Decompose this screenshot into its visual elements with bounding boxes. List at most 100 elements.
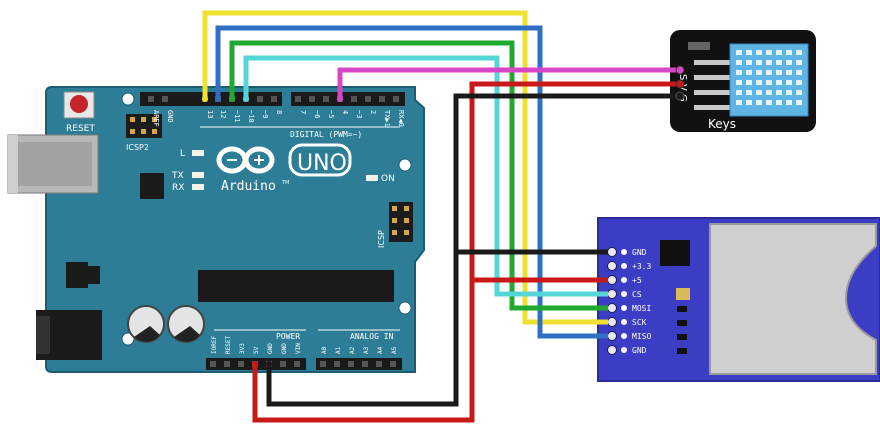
grid-slot [756,90,762,95]
sd-pin-label: GND [632,248,647,257]
grid-slot [756,70,762,75]
dc-power-jack [36,310,102,360]
pin-hole [280,361,286,367]
sensor-grid [736,50,802,105]
sd-pin-label: MOSI [632,304,651,313]
grid-slot [736,90,742,95]
digital-pin-label: GND [166,110,174,123]
grid-slot [756,80,762,85]
bottom-pin-label: RESET [225,336,232,354]
grid-slot [736,70,742,75]
icsp-label: ICSP [377,230,386,248]
digital-pin-label: ~6 [313,110,321,118]
grid-slot [786,50,792,55]
sd-pin-label: SCK [632,318,647,327]
wire-pin4-to-sensor-signal [337,67,680,98]
reset-button[interactable] [63,91,95,119]
led-l-label: L [180,149,185,159]
sd-pin-pad [621,333,627,339]
dht-sensor-module: S V G Keys [670,30,816,132]
arduino-infinity-logo [216,146,275,174]
wire-pin11-to-mosi [229,40,608,311]
grid-slot [796,70,802,75]
digital-pin-label: 4 [341,110,349,114]
sd-pin-label: CS [632,290,642,299]
bottom-pin-label: IOREF [211,336,218,354]
sd-pin-label: +5 [632,276,642,285]
power-label: POWER [276,332,300,341]
digital-pin-label: AREF [152,110,160,127]
sensor-pin-s: S [677,74,688,80]
pin-hole [323,96,329,102]
sd-chip [660,240,690,266]
grid-slot [736,80,742,85]
capacitor [167,305,205,343]
digital-pin-label: 2 [369,110,377,114]
grid-slot [786,60,792,65]
bottom-pin-label: GND [281,343,288,354]
grid-slot [776,50,782,55]
pin-hole [365,96,371,102]
mounting-hole [398,301,412,315]
wire-pin10-to-cs [243,55,608,297]
voltage-regulator [66,262,100,288]
digital-pin-label: 7 [299,110,307,114]
pin-hole [295,96,301,102]
grid-slot [766,100,772,105]
grid-slot [786,80,792,85]
sensor-pins [694,60,738,110]
grid-slot [776,100,782,105]
sd-pin-headers [607,247,627,355]
digital-pin-label: 13 [206,110,214,118]
wire-sensor-vcc [469,81,680,283]
grid-slot [746,100,752,105]
sensor-wire-terminals [675,65,685,101]
digital-pin-label: 8 [275,110,283,114]
sd-cap [676,288,690,300]
pin-hole [148,96,154,102]
sd-pin-label: +3.3 [632,262,651,271]
digital-pin-label: ~3 [355,110,363,118]
digital-pin-label: TX▶1 [383,110,391,127]
grid-slot [756,100,762,105]
grid-slot [786,100,792,105]
grid-slot [736,50,742,55]
grid-slot [786,90,792,95]
pin-hole [393,96,399,102]
capacitor [127,305,165,343]
bottom-pin-label: 3V3 [239,343,246,354]
bottom-pin-label: A0 [321,346,328,354]
grid-slot [736,100,742,105]
pin-hole [320,361,326,367]
grid-slot [746,80,752,85]
pin-hole [379,96,385,102]
grid-slot [796,80,802,85]
led-l [192,150,204,156]
grid-slot [796,100,802,105]
grid-slot [776,60,782,65]
pin-hole [351,96,357,102]
sd-pin-pad [621,263,627,269]
sd-pin-pad [621,277,627,283]
pin-hole [348,361,354,367]
digital-pin-label: ~9 [261,110,269,118]
led-on [366,175,378,181]
grid-slot [766,80,772,85]
grid-slot [746,70,752,75]
sd-pin [607,345,617,355]
grid-slot [766,70,772,75]
on-label: ON [381,174,395,184]
grid-slot [756,60,762,65]
pin-hole [309,96,315,102]
sd-pin [607,317,617,327]
digital-pin-label: ~5 [327,110,335,118]
bottom-pin-label: VIN [295,343,302,354]
grid-slot [746,90,752,95]
sd-pin [607,247,617,257]
sd-pin-label: GND [632,346,647,355]
icsp2-header [126,114,162,138]
icsp2-label: ICSP2 [126,143,149,152]
